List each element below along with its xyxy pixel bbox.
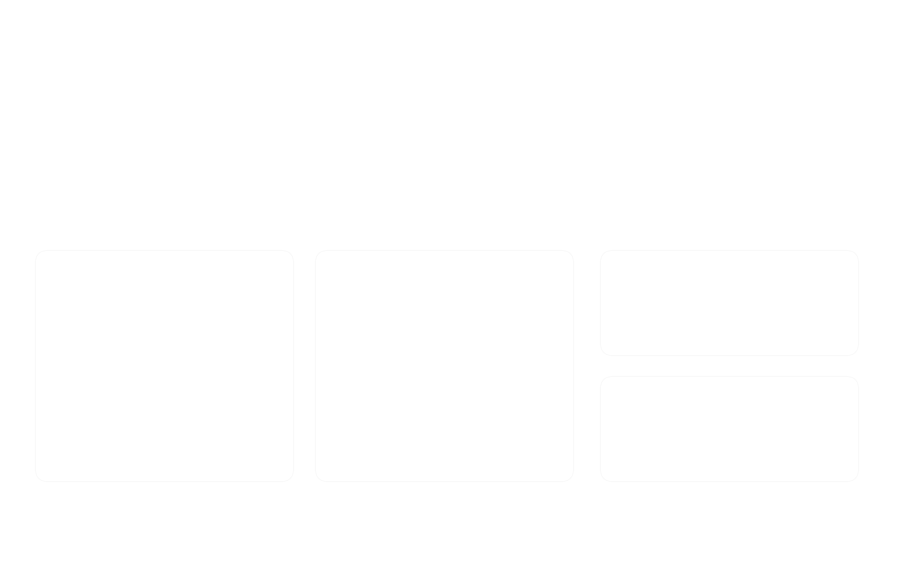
placeholder-card-large-left (36, 251, 293, 481)
placeholder-card-small-top-right (601, 251, 858, 355)
placeholder-card-small-bottom-right (601, 377, 858, 481)
placeholder-card-large-middle (316, 251, 573, 481)
